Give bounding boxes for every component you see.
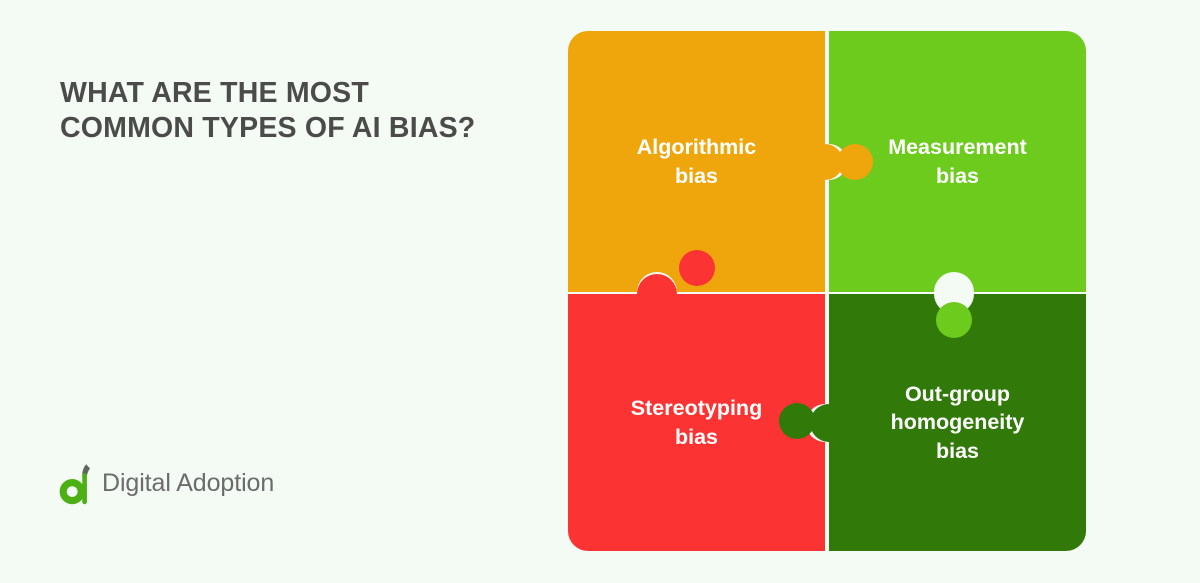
puzzle-tile-algorithmic[interactable]: [568, 31, 843, 292]
connector-algorithmic-to-measurement: [837, 144, 873, 180]
puzzle-tile-measurement[interactable]: [829, 31, 1086, 292]
tile-shape-algorithmic: [568, 31, 843, 292]
brand-name: Digital Adoption: [102, 468, 275, 497]
puzzle-svg: [568, 31, 1086, 551]
connector-stereotyping-to-algorithmic: [679, 250, 715, 286]
puzzle-tile-outgroup[interactable]: [810, 294, 1086, 551]
connector-outgroup-to-stereotyping: [779, 403, 815, 439]
digital-adoption-logo-icon: [59, 464, 90, 505]
connector-measurement-to-outgroup: [936, 302, 972, 338]
brand-logo[interactable]: Digital Adoption: [59, 462, 274, 506]
tile-shape-stereotyping: [568, 274, 825, 551]
tile-shape-outgroup: [810, 294, 1086, 551]
tile-shape-measurement: [829, 31, 1086, 292]
puzzle-tile-stereotyping[interactable]: [568, 274, 825, 551]
page-title: WHAT ARE THE MOST COMMON TYPES OF AI BIA…: [60, 77, 476, 144]
puzzle-diagram: Algorithmic bias Measurement bias Stereo…: [568, 31, 1086, 551]
